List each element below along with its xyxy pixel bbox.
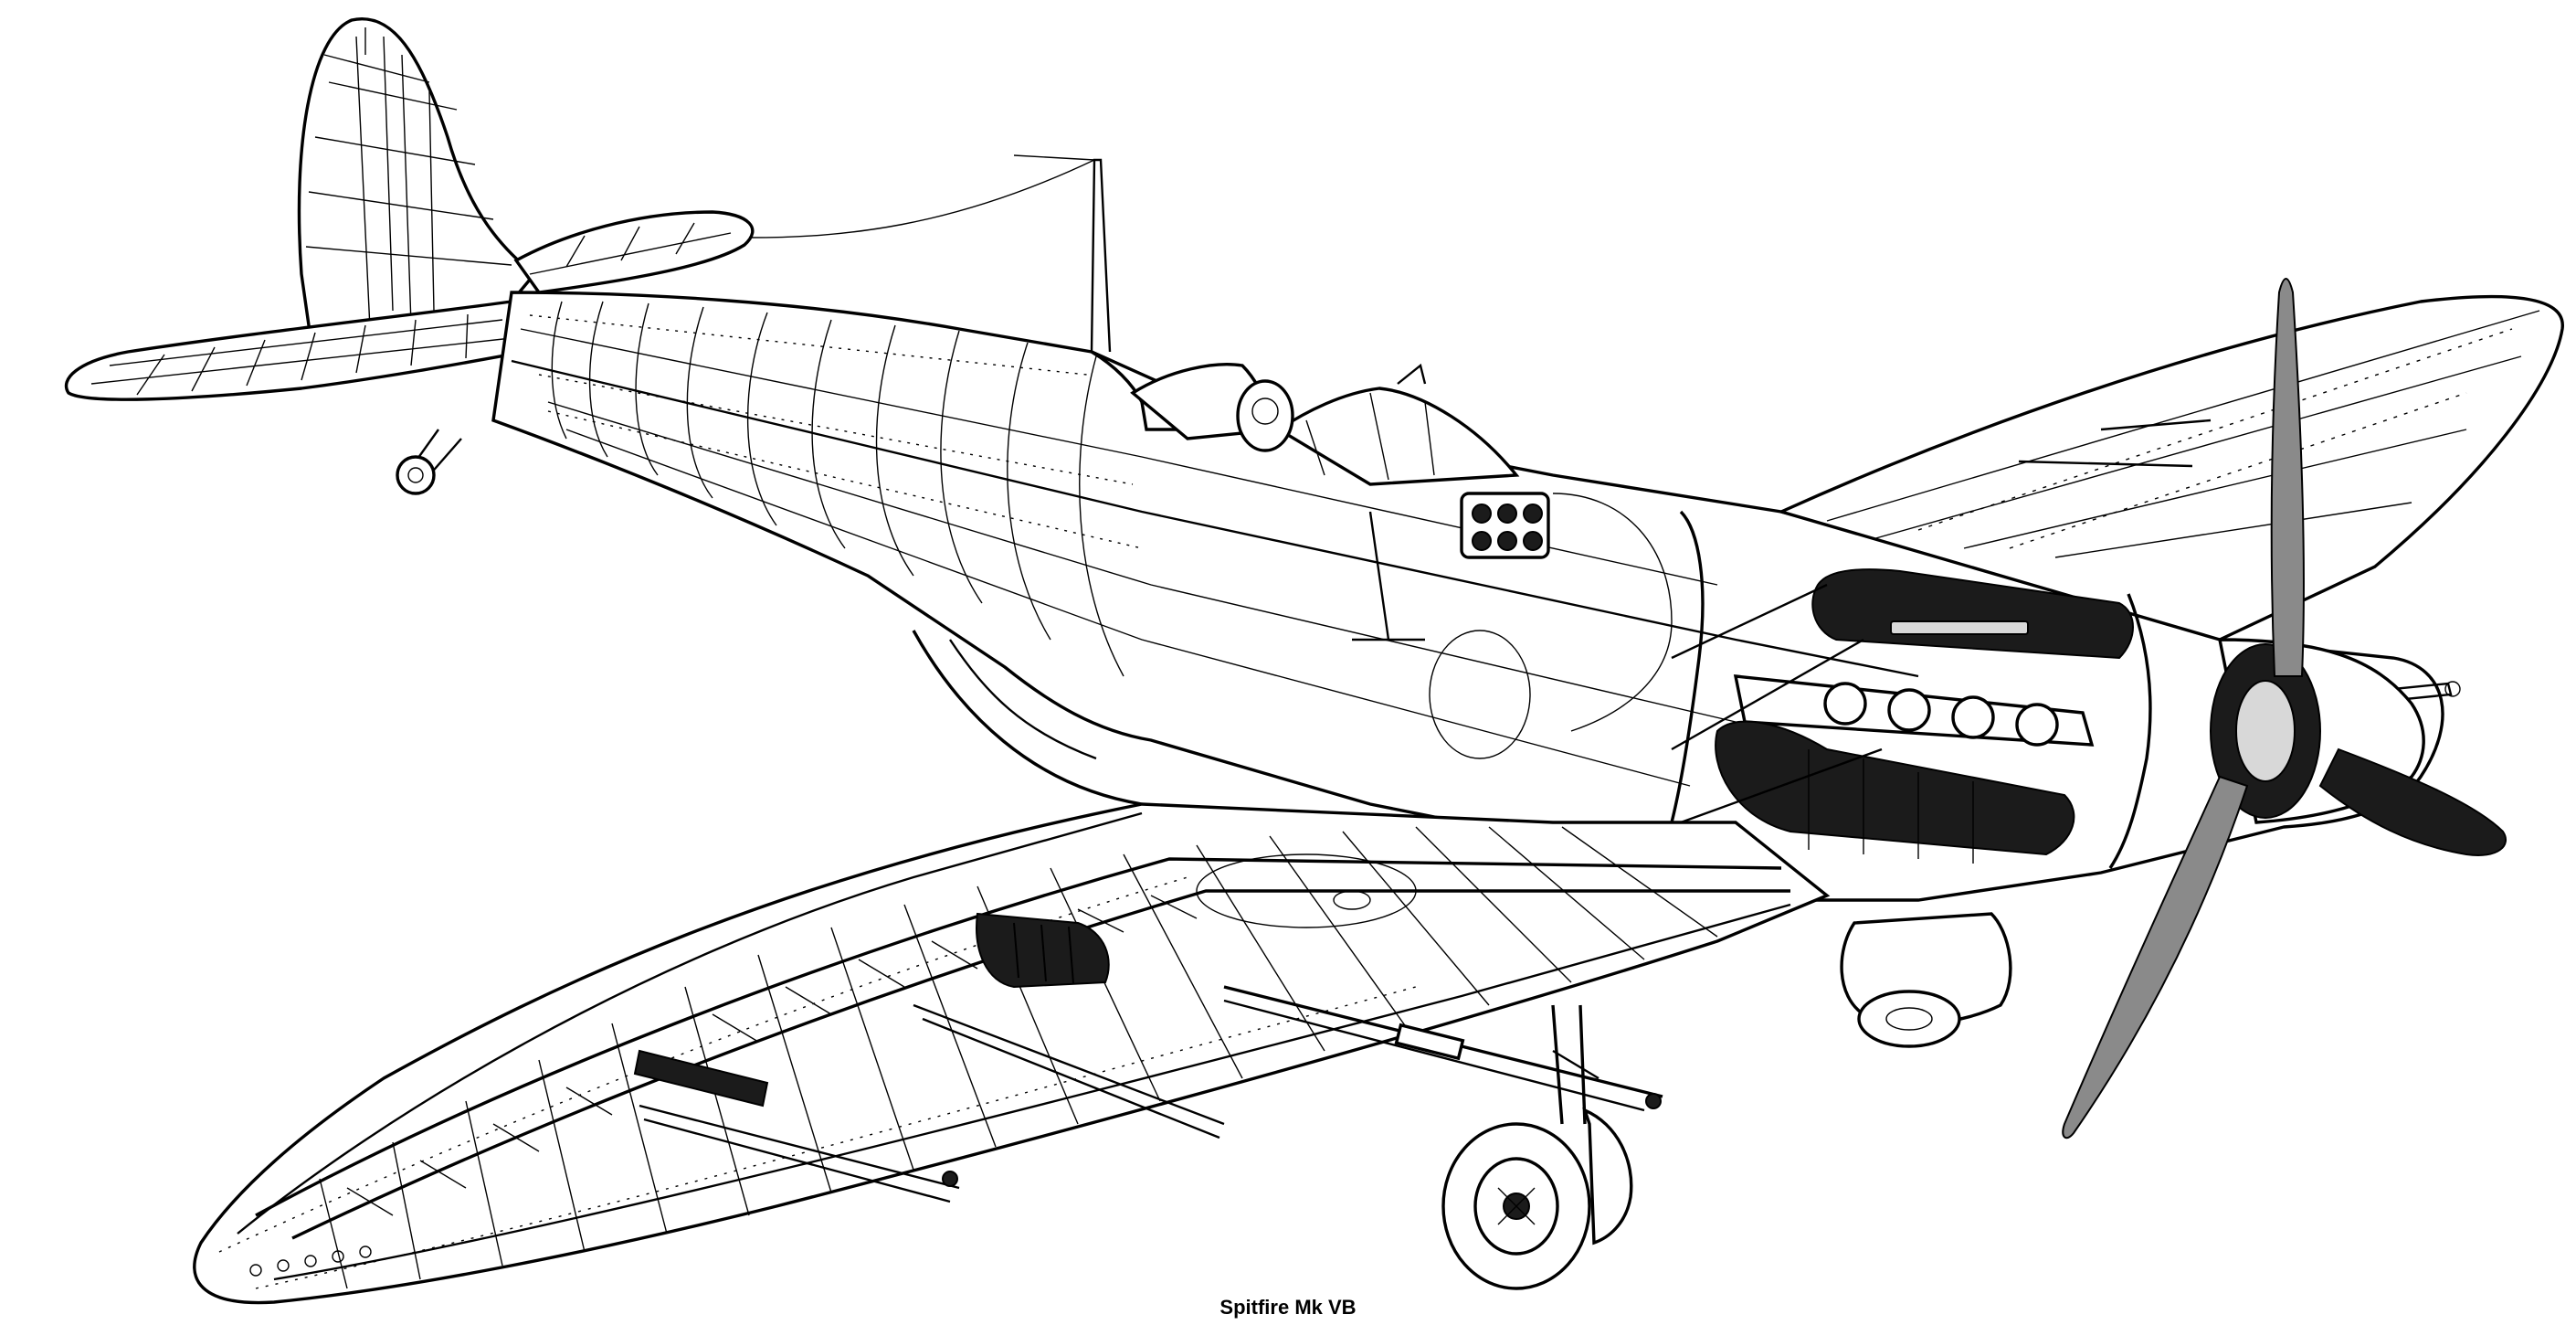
tailplane-left <box>64 300 528 401</box>
engine-merlin <box>1670 510 2152 869</box>
fuselage <box>491 291 2444 902</box>
wing-right <box>1777 294 2564 707</box>
drawing-caption: Spitfire Mk VB <box>1219 1296 1357 1319</box>
wing-left <box>193 802 1831 1305</box>
tail-fin-rudder <box>297 17 537 340</box>
cockpit-canopy <box>748 154 1673 759</box>
tailplane-right <box>513 210 755 294</box>
tail-wheel <box>396 429 462 495</box>
main-undercarriage <box>1441 912 2012 1290</box>
spinner-propeller <box>2062 278 2507 1140</box>
